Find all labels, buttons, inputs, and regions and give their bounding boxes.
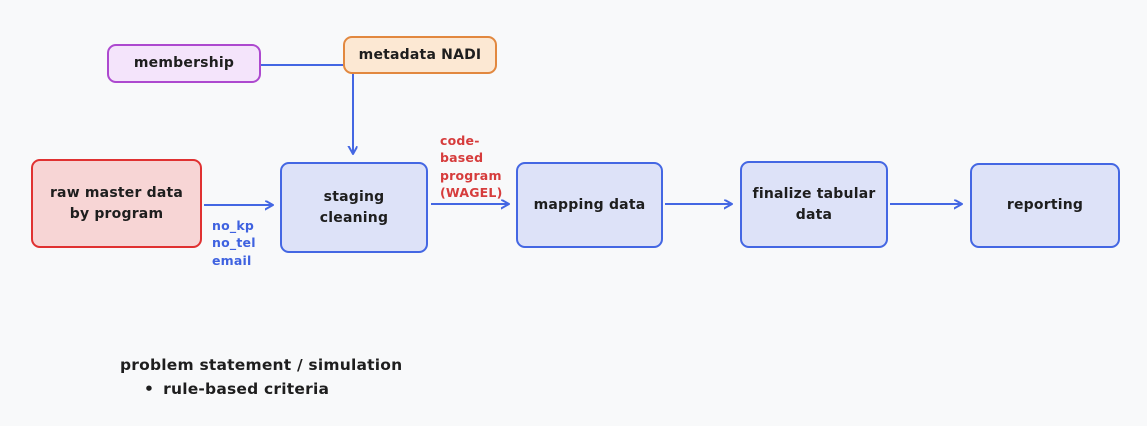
edge-label-fields[interactable]: no_kp no_tel email <box>212 218 256 268</box>
note-bullet-item: • rule-based criteria <box>120 380 402 398</box>
note-problem-statement[interactable]: problem statement / simulation • rule-ba… <box>120 355 402 398</box>
node-membership[interactable]: membership <box>107 44 261 83</box>
note-title: problem statement / simulation <box>120 356 403 374</box>
note-bullet-text: rule-based criteria <box>163 380 330 399</box>
node-raw-master-data[interactable]: raw master data by program <box>31 159 202 248</box>
node-metadata-nadi[interactable]: metadata NADI <box>343 36 497 74</box>
node-mapping-data[interactable]: mapping data <box>516 162 663 248</box>
bullet-icon: • <box>144 380 155 399</box>
node-finalize-tabular-data[interactable]: finalize tabular data <box>740 161 888 248</box>
edge-label-code-based-program[interactable]: code- based program (WAGEL) <box>440 133 503 200</box>
node-staging-cleaning[interactable]: staging cleaning <box>280 162 428 253</box>
node-reporting[interactable]: reporting <box>970 163 1120 248</box>
